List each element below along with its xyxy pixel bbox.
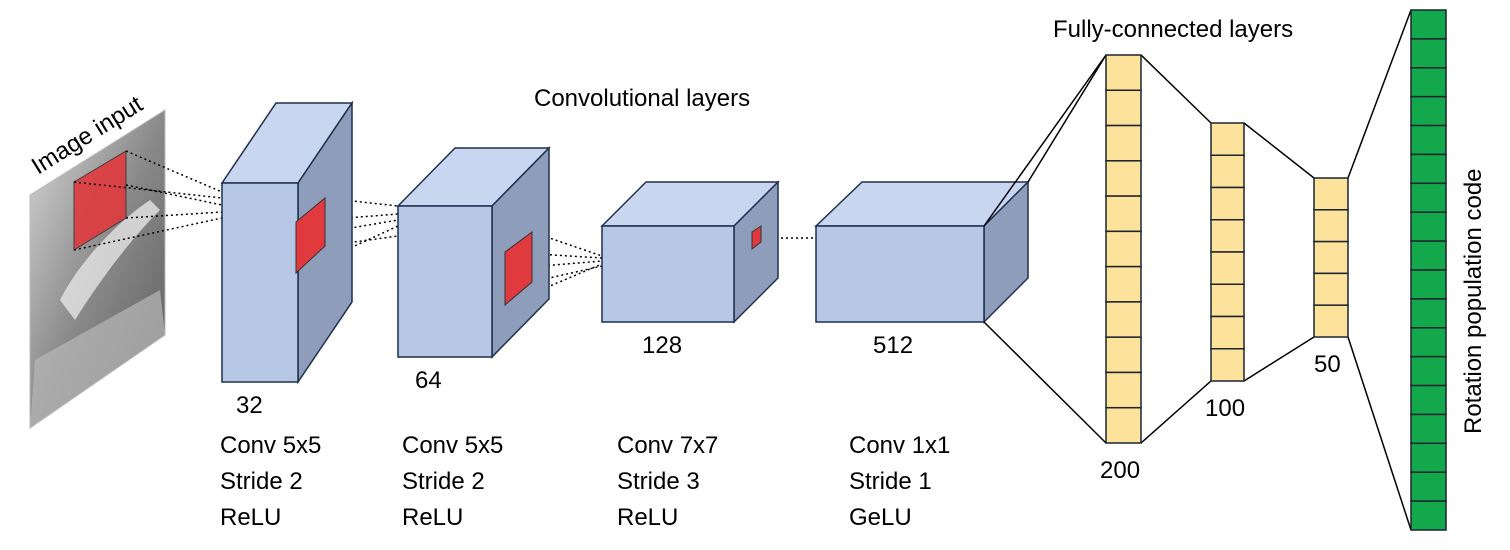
caption-3-activation: ReLU (617, 504, 678, 531)
fc-layer-200-cell (1105, 160, 1142, 197)
output-layer (1410, 9, 1447, 531)
caption-layer-1: Conv 5x5 Stride 2 ReLU (220, 432, 321, 531)
caption-2-stride: Stride 2 (402, 468, 485, 495)
fc-layer-100-cell (1210, 186, 1245, 221)
fc-layer-100-units: 100 (1205, 395, 1245, 422)
caption-1-stride: Stride 2 (220, 468, 303, 495)
conv-block-3: 128 (600, 180, 780, 359)
caption-1-activation: ReLU (220, 504, 281, 531)
fc-layer-200-cell (1105, 89, 1142, 127)
caption-layer-2: Conv 5x5 Stride 2 ReLU (402, 432, 503, 531)
fc-layer-200-units: 200 (1100, 457, 1140, 484)
caption-4-stride: Stride 1 (849, 468, 932, 495)
conv-block-4-front (815, 225, 985, 323)
fc-layer-50-cell (1313, 240, 1349, 275)
fc-layer-50-units: 50 (1314, 351, 1341, 378)
conv-block-3-channels: 128 (642, 332, 682, 359)
caption-1-conv: Conv 5x5 (220, 432, 321, 459)
fc-layer-100-cell (1210, 154, 1245, 189)
output-layer-cell (1410, 442, 1447, 473)
output-layer-cell (1410, 182, 1447, 213)
conv-block-1-kernel (295, 196, 326, 275)
conv-block-1-front (221, 182, 299, 383)
fc-layer-200 (1105, 54, 1142, 444)
conv-block-2-kernel (504, 231, 533, 307)
output-layer-cell (1410, 124, 1447, 156)
output-layer-cell (1410, 240, 1447, 271)
caption-3-stride: Stride 3 (617, 468, 700, 495)
fc-layer-50-cell (1313, 272, 1349, 306)
fc-layer-200-cell (1105, 265, 1142, 303)
fc-layer-100-cell (1210, 315, 1245, 350)
fc-layer-100 (1210, 122, 1245, 382)
fc-layer-50-cell (1313, 304, 1349, 338)
output-layer-cell (1410, 298, 1447, 329)
output-layer-cell (1410, 413, 1447, 445)
conv-block-1: 32 (220, 100, 354, 419)
fc-layer-200-cell (1105, 336, 1142, 374)
output-layer-cell (1410, 95, 1447, 127)
conv-block-4: 512 (814, 180, 1030, 359)
conv-block-2-front (397, 205, 493, 358)
output-layer-cell (1410, 327, 1447, 358)
caption-layer-4: Conv 1x1 Stride 1 GeLU (849, 432, 950, 531)
input-photo-shadow (30, 290, 165, 428)
conv-block-2-channels: 64 (415, 367, 442, 394)
fc-layer-100-cell (1210, 122, 1245, 156)
caption-4-conv: Conv 1x1 (849, 432, 950, 459)
output-layer-cell (1410, 9, 1447, 40)
fc-layer-100-cell (1210, 283, 1245, 318)
conv-title: Convolutional layers (534, 85, 750, 112)
caption-2-activation: ReLU (402, 504, 463, 531)
fc-layer-200-cell (1105, 54, 1142, 92)
output-layer-cell (1410, 38, 1447, 69)
fc-layer-200-cell (1105, 230, 1142, 268)
output-layer-cell (1410, 153, 1447, 185)
fc-layer-100-cell (1210, 251, 1245, 285)
fc-layer-50-cell (1313, 209, 1349, 243)
output-label: Rotation population code (1460, 168, 1487, 434)
output-layer-cell (1410, 269, 1447, 300)
output-layer-cell (1410, 355, 1447, 387)
output-layer-cell (1410, 67, 1447, 98)
fc-layer-100-cell (1210, 219, 1245, 253)
caption-3-conv: Conv 7x7 (617, 432, 718, 459)
image-input: Image input (27, 91, 166, 429)
fc-layer-200-cell (1105, 406, 1142, 444)
caption-4-activation: GeLU (849, 504, 912, 531)
caption-layer-3: Conv 7x7 Stride 3 ReLU (617, 432, 718, 531)
output-layer-cell (1410, 471, 1447, 502)
conv-block-3-kernel (751, 225, 762, 251)
fc-layer-50-cell (1313, 177, 1349, 211)
output-layer-cell (1410, 211, 1447, 242)
conv-block-3-front (601, 225, 735, 323)
caption-2-conv: Conv 5x5 (402, 432, 503, 459)
input-photo-detail (60, 200, 160, 320)
output-layer-cell (1410, 384, 1447, 416)
fc-layer-200-cell (1105, 301, 1142, 338)
fc-title: Fully-connected layers (1053, 16, 1293, 43)
conv-block-4-channels: 512 (873, 332, 913, 359)
fc-layer-100-cell (1210, 348, 1245, 382)
fc-layer-200-cell (1105, 195, 1142, 233)
projection-lines (73, 150, 816, 306)
fc-layer-200-cell (1105, 124, 1142, 162)
fc-connections (983, 9, 1412, 531)
fc-layer-50 (1313, 177, 1349, 338)
conv-block-2: 64 (396, 146, 551, 394)
conv-block-1-channels: 32 (236, 392, 263, 419)
fc-layer-200-cell (1105, 371, 1142, 409)
output-layer-cell (1410, 500, 1447, 531)
